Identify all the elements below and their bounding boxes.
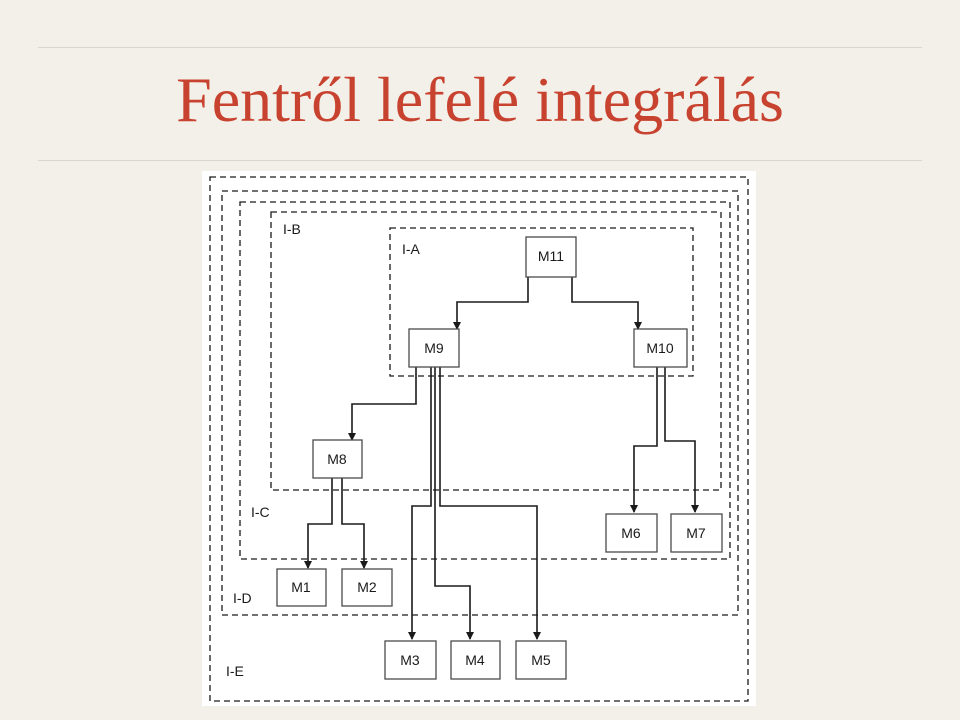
edge-m8-m2	[341, 478, 368, 569]
module-box-m7	[670, 513, 723, 553]
module-label-m1: M1	[291, 579, 311, 595]
group-label-IC: I-C	[251, 504, 270, 520]
edge-m9-m5	[439, 367, 541, 640]
group-ID-boundary	[221, 190, 739, 616]
edge-m11-m9	[453, 277, 529, 330]
module-box-m3	[384, 640, 437, 680]
group-label-IE: I-E	[226, 663, 244, 679]
edge-m8-m1	[304, 478, 333, 569]
module-label-m11: M11	[538, 248, 564, 264]
module-box-m8	[312, 439, 363, 479]
module-label-m7: M7	[686, 525, 706, 541]
group-IB-boundary	[270, 211, 722, 491]
group-IE-boundary	[209, 176, 749, 702]
module-label-m3: M3	[400, 652, 420, 668]
group-label-IA: I-A	[402, 241, 421, 257]
edge-m10-m6	[630, 367, 658, 513]
edge-m11-m10	[571, 277, 642, 330]
module-label-m9: M9	[424, 340, 444, 356]
module-label-m8: M8	[327, 451, 347, 467]
edge-m9-m3	[408, 367, 432, 640]
group-IA-boundary	[389, 227, 694, 377]
diagram-svg: I-B I-A I-C I-D I-E	[209, 176, 749, 702]
integration-diagram: I-B I-A I-C I-D I-E	[202, 171, 756, 706]
module-label-m5: M5	[531, 652, 551, 668]
module-box-m6	[605, 513, 658, 553]
edge-m9-m4	[434, 367, 474, 640]
module-label-m10: M10	[646, 340, 673, 356]
module-box-m10	[633, 328, 688, 368]
module-label-m4: M4	[465, 652, 485, 668]
title-underline-rule	[38, 160, 922, 161]
module-box-m1	[276, 568, 327, 607]
group-IC-boundary	[239, 201, 731, 560]
module-box-m2	[341, 568, 393, 607]
edge-m9-m8	[348, 367, 417, 441]
group-label-ID: I-D	[233, 590, 252, 606]
module-box-m4	[450, 640, 501, 680]
slide-title: Fentről lefelé integrálás	[176, 64, 784, 135]
edge-m10-m7	[664, 367, 699, 513]
top-rule	[38, 47, 922, 48]
module-label-m2: M2	[357, 579, 377, 595]
module-box-m9	[408, 328, 460, 368]
module-box-m5	[515, 640, 567, 680]
group-label-IB: I-B	[283, 221, 301, 237]
module-box-m11	[525, 236, 577, 278]
module-label-m6: M6	[621, 525, 641, 541]
